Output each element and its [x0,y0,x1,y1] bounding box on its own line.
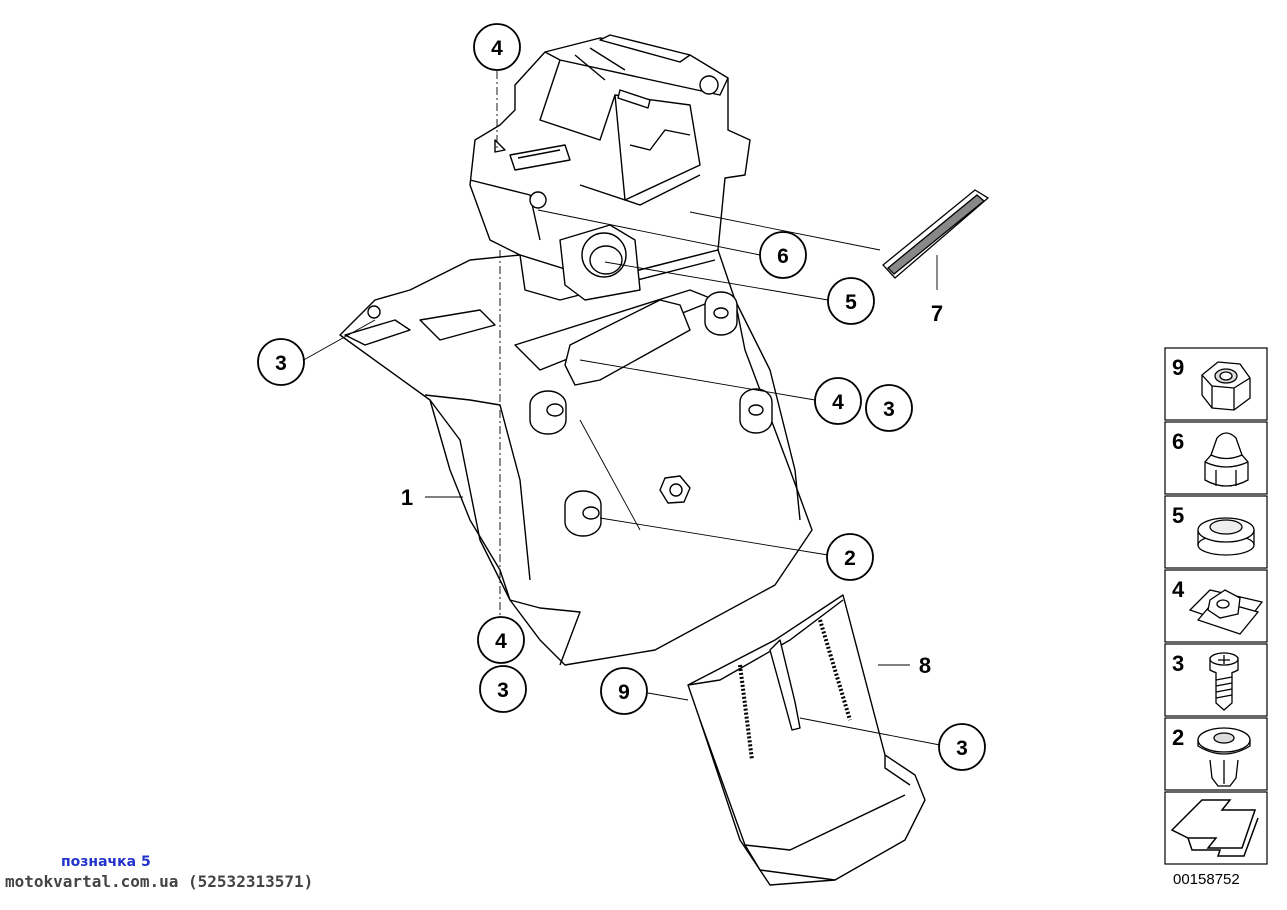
callout-label-4-bottom: 4 [495,630,507,653]
legend-number-6: 6 [1172,429,1184,454]
callout-label-3-mid: 3 [883,398,895,421]
cap-nut-icon [1204,432,1249,487]
legend-number-9: 9 [1172,355,1184,380]
callout-label-3-bottom: 3 [497,679,509,702]
parts-legend: 9 6 5 [1164,347,1268,865]
callout-label-9: 9 [618,681,630,704]
callout-circle-9 [600,667,648,715]
callout-label-6: 6 [777,245,789,268]
callout-circle-5 [827,277,875,325]
direction-arrow-icon [1170,799,1259,857]
callout-label-7: 7 [931,301,943,326]
callout-circle-3-bottom [479,665,527,713]
callout-circle-3-right [938,723,986,771]
watermark-label: позначка 5 [61,854,151,870]
callout-label-4-mid: 4 [832,391,844,414]
callout-circle-4-mid [814,377,862,425]
legend-number-2: 2 [1172,725,1184,750]
callout-label-3-right: 3 [956,737,968,760]
legend-item-5: 5 [1164,495,1268,569]
legend-number-4: 4 [1172,577,1185,602]
legend-number-3: 3 [1172,651,1184,676]
spring-clip-icon [1188,589,1264,635]
callout-circle-4-bottom [477,616,525,664]
legend-number-5: 5 [1172,503,1184,528]
legend-item-arrow [1164,791,1268,865]
reflector-strip-part [882,189,990,279]
diagram-code: 00158752 [1173,871,1240,888]
leader-lines [299,71,941,746]
callout-label-1: 1 [401,485,413,510]
legend-item-4: 4 [1164,569,1268,643]
callout-label-2: 2 [844,547,856,570]
callout-circle-3-mid [865,384,913,432]
screw-icon [1209,652,1239,711]
callout-circle-4-top [473,23,521,71]
rear-housing-part [339,34,813,666]
grommet-icon [1197,517,1255,556]
lower-cover-part [687,594,926,886]
rivet-icon [1197,727,1251,787]
callout-label-8: 8 [919,653,931,678]
callout-circle-6 [759,231,807,279]
legend-item-9: 9 [1164,347,1268,421]
callout-circle-3-left [257,338,305,386]
legend-item-6: 6 [1164,421,1268,495]
hex-nut-icon [1201,361,1251,411]
legend-item-3: 3 [1164,643,1268,717]
callout-label-4-top: 4 [491,37,503,60]
legend-item-2: 2 [1164,717,1268,791]
callout-label-3-left: 3 [275,352,287,375]
callout-label-5: 5 [845,291,857,314]
callout-circle-2 [826,533,874,581]
watermark-site: motokvartal.com.ua (52532313571) [5,872,314,891]
